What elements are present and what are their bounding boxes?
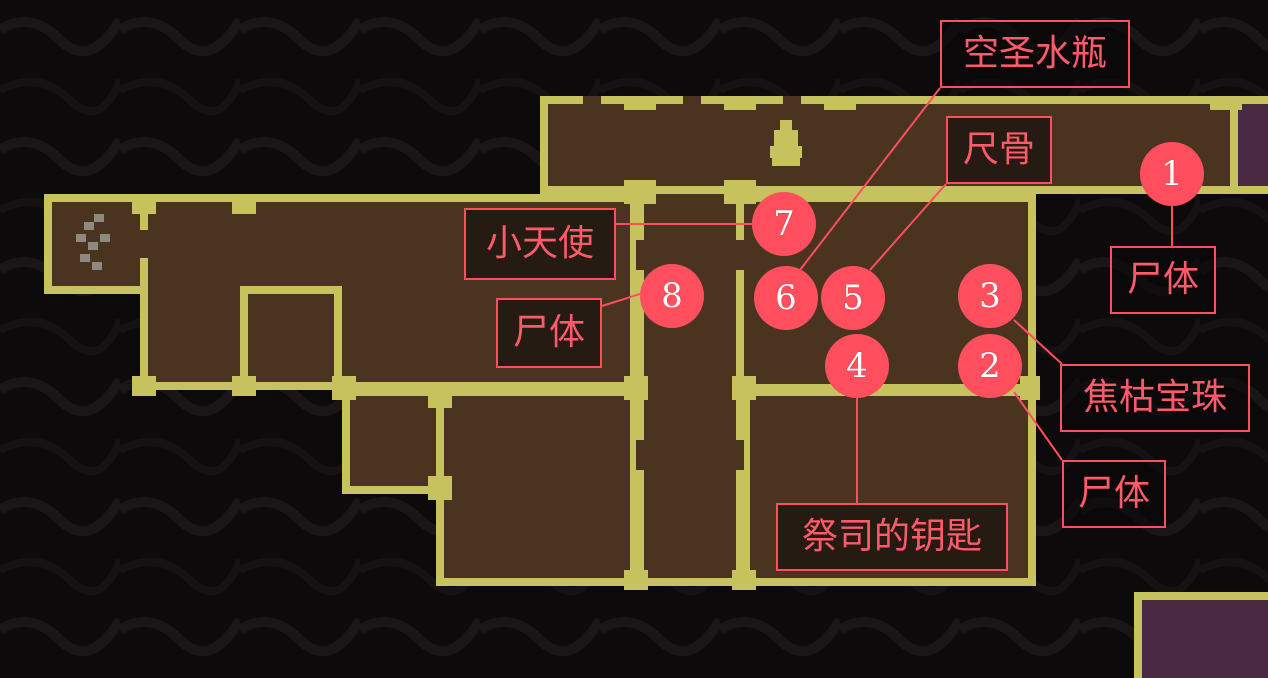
room-lower-middle: [436, 388, 638, 586]
marker-4[interactable]: 4: [825, 334, 889, 398]
leader-line-8: [601, 293, 641, 307]
marker-7[interactable]: 7: [752, 192, 816, 256]
label-6-empty-holy-water-flask: 空圣水瓶: [940, 20, 1130, 88]
shrine-bell-icon: [770, 120, 802, 166]
room-inner-cell: [240, 286, 342, 390]
leader-line-3: [1013, 319, 1063, 365]
room-unexplored-top-right: [1230, 96, 1268, 194]
room-lower-small: [342, 388, 444, 494]
leader-line-2: [1013, 391, 1063, 461]
marker-3[interactable]: 3: [958, 264, 1022, 328]
door-joints: [132, 96, 1242, 590]
door-gaps: [140, 96, 801, 470]
label-7-cherub: 小天使: [464, 208, 616, 280]
label-5-ulna: 尺骨: [946, 116, 1052, 184]
label-1-corpse: 尸体: [1110, 246, 1216, 314]
label-4-priest-key: 祭司的钥匙: [776, 503, 1008, 571]
room-unexplored-bottom-right: [1134, 592, 1268, 678]
leader-line-5: [869, 183, 947, 271]
label-8-corpse: 尸体: [496, 298, 602, 368]
marker-8[interactable]: 8: [640, 264, 704, 328]
marker-2[interactable]: 2: [958, 334, 1022, 398]
marker-6[interactable]: 6: [754, 266, 818, 330]
room-central-shaft: [636, 186, 744, 586]
marker-5[interactable]: 5: [821, 266, 885, 330]
label-3-scorched-orb: 焦枯宝珠: [1060, 364, 1250, 432]
marker-1[interactable]: 1: [1140, 142, 1204, 206]
unexplored-rooms: [1134, 96, 1268, 678]
save-point-icon: [76, 214, 110, 270]
leader-line-6: [799, 87, 941, 271]
label-2-corpse: 尸体: [1062, 460, 1166, 528]
leader-lines: [601, 87, 1173, 503]
